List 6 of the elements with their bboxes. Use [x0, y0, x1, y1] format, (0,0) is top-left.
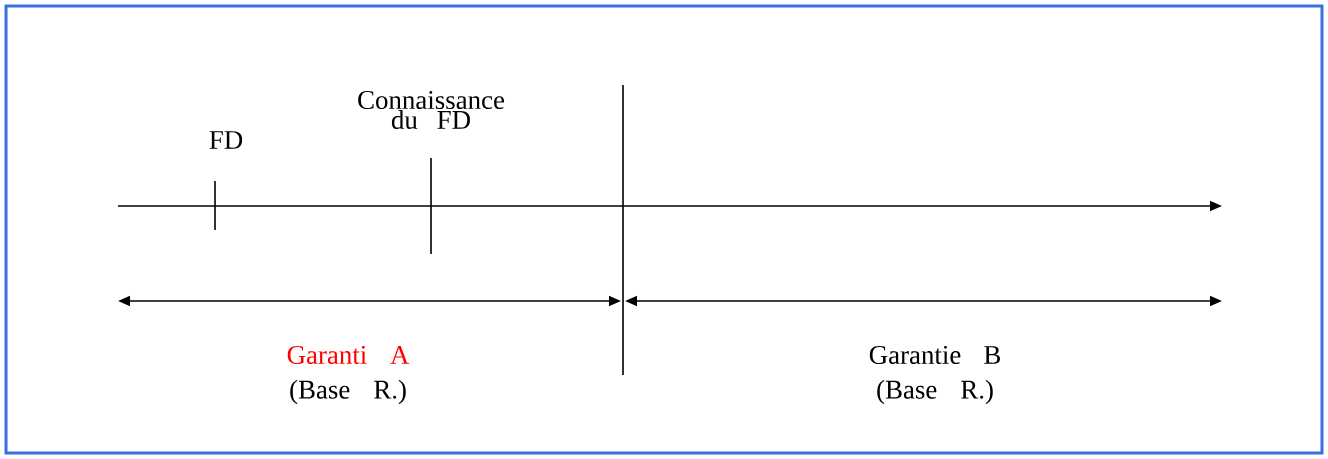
text-label: Connaissance du FD [358, 91, 505, 129]
text-label: Garanti A [287, 345, 410, 365]
text-label: (Base R.) [290, 379, 406, 405]
text-label: FD [209, 131, 243, 149]
text-label: (Base R.) [877, 379, 993, 405]
text-label: Garantie B [869, 345, 1000, 365]
